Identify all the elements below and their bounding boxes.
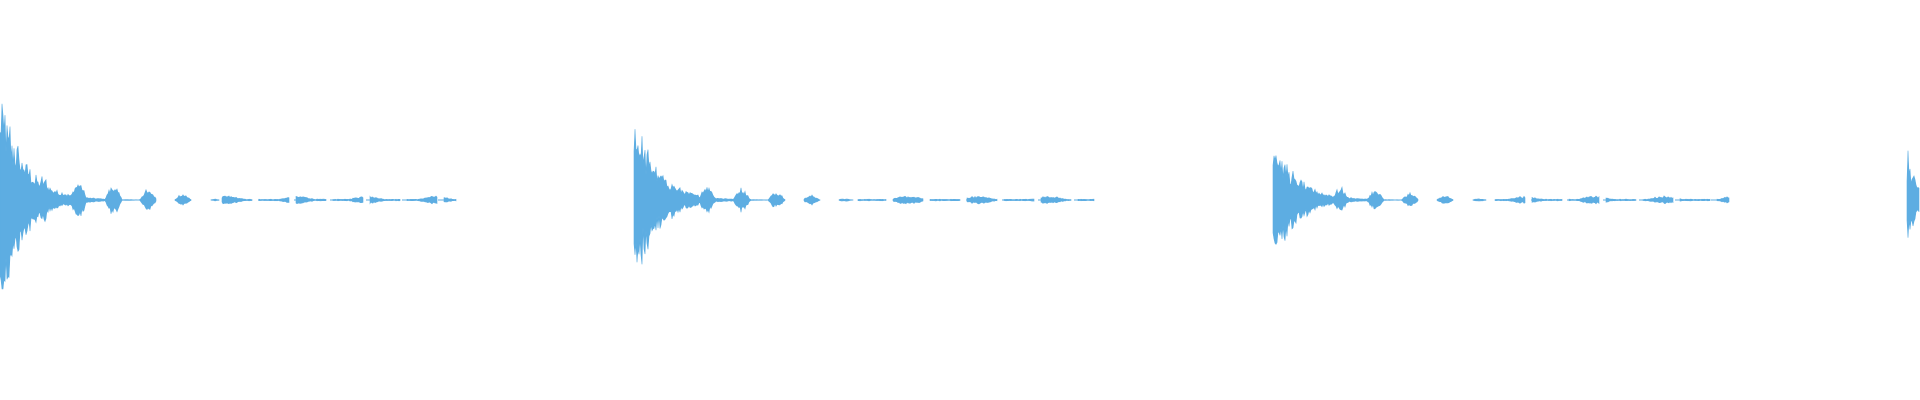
waveform-segment [1494,195,1526,204]
waveform-segment [1272,155,1419,245]
waveform-segment [803,194,821,206]
waveform-segment [210,198,220,202]
waveform-segment [1568,195,1600,205]
waveform-segment [0,103,157,290]
waveform-segment [221,195,253,205]
waveform-segment [892,195,924,205]
waveform-segment [1906,150,1920,238]
waveform-segment [838,198,854,202]
waveform-bars [0,103,1920,290]
waveform-segment [174,194,192,206]
waveform-segment [443,197,457,203]
waveform-segment [633,129,786,265]
waveform-segment [258,197,290,203]
waveform-segment [1472,198,1487,202]
waveform-segment [1716,196,1730,204]
waveform-segment [966,195,998,205]
waveform-segment [295,196,327,205]
waveform-segment [1531,196,1563,203]
waveform-segment [1436,196,1454,204]
